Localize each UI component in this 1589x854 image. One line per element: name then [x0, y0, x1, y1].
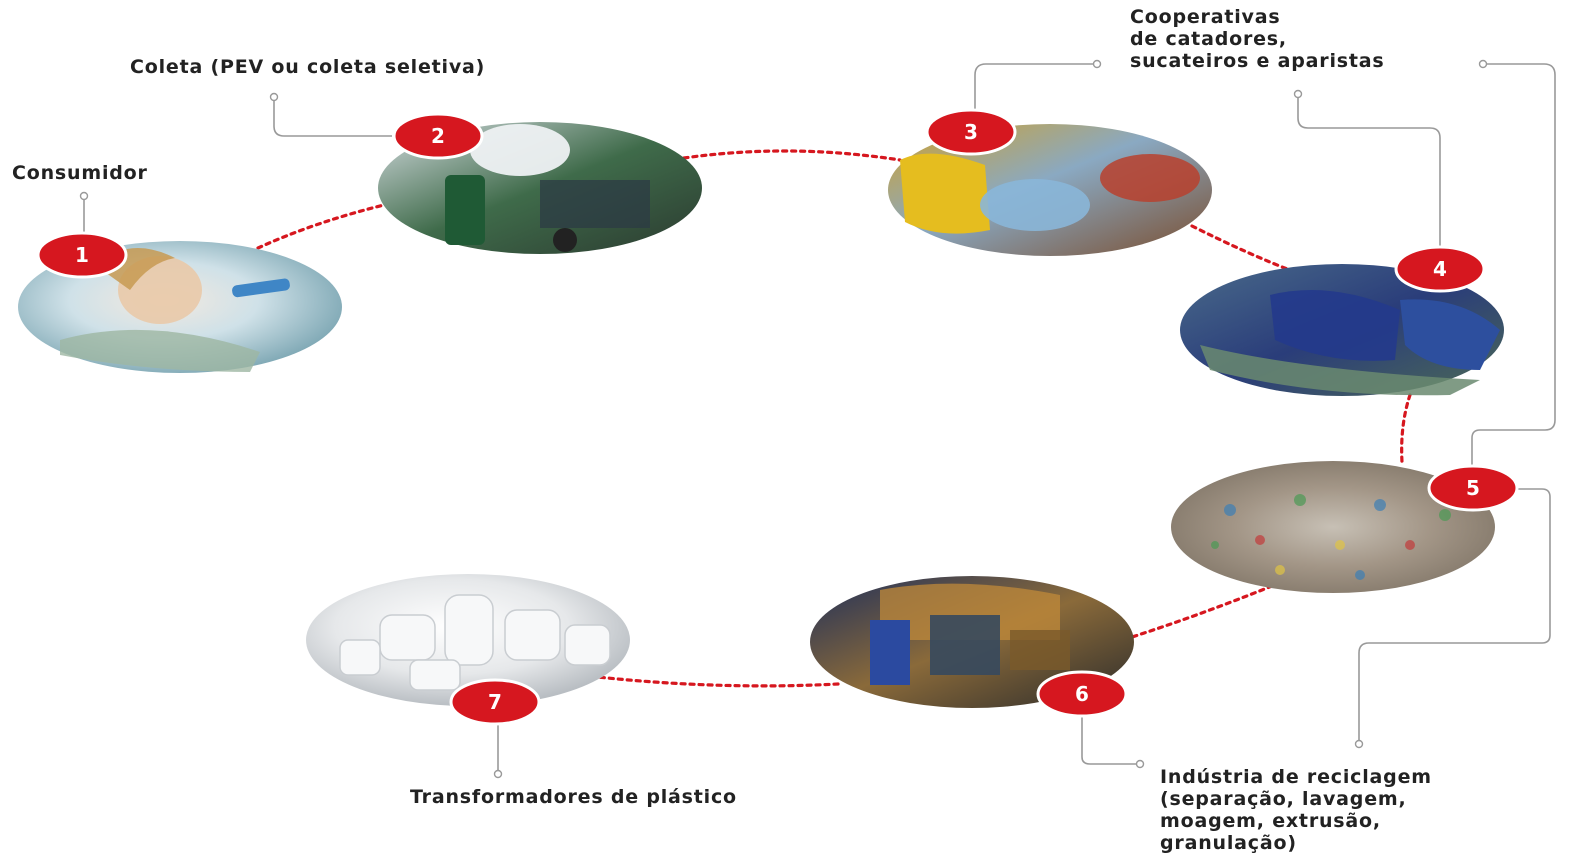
step-number: 7 [488, 690, 502, 714]
leader-endpoint [1092, 59, 1102, 69]
leader-endpoint [1135, 759, 1145, 769]
leader-line-3 [974, 63, 1097, 118]
step-number: 4 [1433, 257, 1447, 281]
connector-5-6 [1130, 584, 1274, 639]
leader-endpoint [79, 191, 89, 201]
leader-endpoint [269, 92, 279, 102]
photo-cooperative [888, 124, 1212, 256]
photo-sorting [1180, 264, 1504, 396]
label-line: Indústria de reciclagem [1160, 766, 1432, 788]
step-number: 2 [431, 124, 445, 148]
leader-line-5b [1358, 488, 1551, 742]
photo-factory [810, 576, 1134, 708]
label-line: Cooperativas [1130, 6, 1281, 28]
label-coleta: Coleta (PEV ou coleta seletiva) [130, 56, 485, 78]
label-line: Coleta (PEV ou coleta seletiva) [130, 56, 486, 78]
leader-endpoint [1293, 89, 1303, 99]
photo-bales [1171, 461, 1495, 593]
label-consumidor: Consumidor [12, 162, 148, 184]
label-line: granulação) [1160, 832, 1297, 854]
label-line: de catadores, [1130, 28, 1287, 50]
leader-line-2 [273, 97, 392, 137]
step-number: 6 [1075, 682, 1089, 706]
label-cooperativas: Cooperativas de catadores, sucateiros e … [1130, 6, 1385, 72]
connector-3-4 [1190, 224, 1297, 274]
step-number: 1 [75, 243, 89, 267]
step-number: 3 [964, 120, 978, 144]
step-badge-1: 1 [36, 231, 128, 279]
step-number: 5 [1466, 476, 1480, 500]
connector-4-5 [1400, 393, 1412, 464]
step-badge-2: 2 [392, 112, 484, 160]
step-badge-4: 4 [1394, 245, 1486, 293]
label-industria-reciclagem: Indústria de reciclagem (separação, lava… [1160, 766, 1432, 854]
photo-plastic-containers [306, 574, 630, 706]
label-line: Consumidor [12, 162, 148, 184]
leader-endpoint [1354, 739, 1364, 749]
label-transformadores: Transformadores de plástico [410, 786, 737, 808]
leader-line-6 [1081, 712, 1137, 765]
connector-2-3 [682, 149, 902, 162]
leader-endpoint [493, 769, 503, 779]
step-badge-3: 3 [925, 108, 1017, 156]
leader-endpoint [1478, 59, 1488, 69]
label-line: sucateiros e aparistas [1130, 50, 1385, 72]
step-badge-6: 6 [1036, 670, 1128, 718]
label-line: (separação, lavagem, [1160, 788, 1407, 810]
step-badges: 1 2 3 4 5 6 7 [36, 108, 1519, 726]
photo-circles [18, 122, 1504, 708]
label-line: moagem, extrusão, [1160, 810, 1381, 832]
connector-6-7 [596, 675, 840, 688]
leader-line-4 [1297, 94, 1441, 258]
step-badge-5: 5 [1427, 464, 1519, 512]
connector-1-2 [256, 203, 386, 250]
leader-line-5 [1471, 63, 1556, 470]
leader-lines [83, 63, 1556, 772]
step-badge-7: 7 [449, 678, 541, 726]
label-line: Transformadores de plástico [410, 786, 737, 808]
